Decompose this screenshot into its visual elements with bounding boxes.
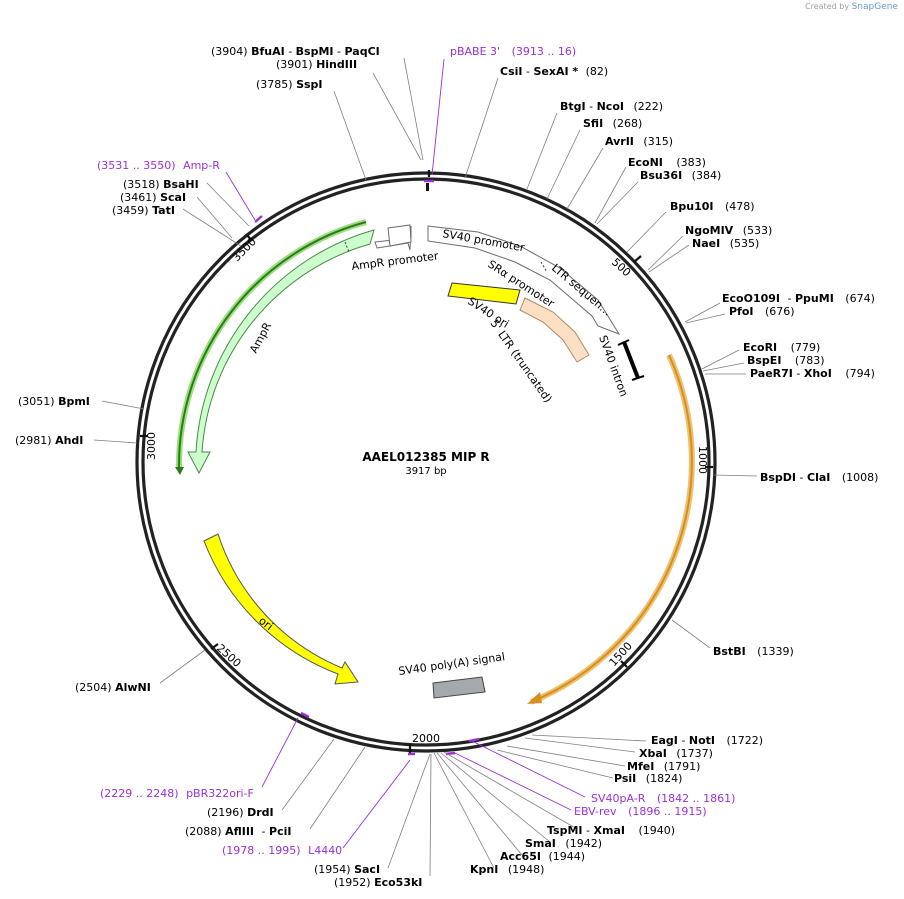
site-bspdi[interactable]: BspDI - ClaI (1008) [760,471,878,484]
tick-label-3500: 3500 [230,235,259,264]
primer-leader-lines [225,58,586,849]
site-bpu10i[interactable]: Bpu10I (478) [670,200,755,213]
feature-5ltr-truncated[interactable] [519,297,590,363]
plasmid-name: AAEL012385 MIP R [362,450,489,464]
label-5ltr-truncated: 5' LTR (truncated) [488,317,555,405]
feature-boundary-mark [540,261,548,273]
label-ampr-promoter: AmpR promoter [351,249,440,273]
site-alwni[interactable]: (2504) AlwNI [75,681,151,694]
ampr-selection-halo [175,219,367,469]
intron-cap-bottom [631,375,645,381]
label-ampr: AmpR [247,320,274,355]
site-bspei[interactable]: BspEI (783) [747,354,825,367]
site-ecori[interactable]: EcoRI (779) [743,341,820,354]
intron-cap-top [617,339,630,346]
site-csii[interactable]: CsiI - SexAI * (82) [500,65,608,78]
site-xbai[interactable]: XbaI (1737) [639,747,713,760]
site-labels: (3904) BfuAI - BspMI - PaqCI (3901) Hind… [15,45,878,889]
feature-sv40-polya[interactable] [432,676,486,699]
primer-pbabe[interactable]: pBABE 3' (3913 .. 16) [450,45,576,58]
site-ngomiv[interactable]: NgoMIV (533) [685,224,772,237]
feature-orange-arc[interactable] [530,354,693,703]
primer-amp-r[interactable]: (3531 .. 3550) Amp-R [97,159,220,172]
site-avrii[interactable]: AvrII (315) [605,135,673,148]
primer-sv40pa-r[interactable]: SV40pA-R (1842 .. 1861) [591,792,735,805]
site-bstbi[interactable]: BstBI (1339) [713,645,794,658]
site-econi[interactable]: EcoNI (383) [628,156,706,169]
plasmid-size: 3917 bp [405,466,446,477]
site-paer7i[interactable]: PaeR7I - XhoI (794) [750,367,875,380]
site-scai[interactable]: (3461) ScaI [120,191,186,204]
orange-arc-arrowhead [527,692,542,704]
site-hindiii[interactable]: (3901) HindIII [276,58,357,71]
backbone-outer-ring [135,171,717,753]
site-acc65i[interactable]: Acc65I (1944) [500,850,585,863]
primer-ebv-rev[interactable]: EBV-rev (1896 .. 1915) [574,805,707,818]
site-pfoi[interactable]: PfoI (676) [729,305,795,318]
site-tspmi[interactable]: TspMI - XmaI (1940) [547,824,675,837]
feature-ori[interactable] [203,533,359,685]
site-bfuai[interactable]: (3904) BfuAI - BspMI - PaqCI [211,45,380,58]
site-bsahi[interactable]: (3518) BsaHI [123,178,199,191]
site-saci[interactable]: (1954) SacI [314,863,380,876]
tick-marks [140,170,713,754]
backbone-inner-ring [141,177,711,747]
site-eco53ki[interactable]: (1952) Eco53kI [334,876,422,889]
site-btgi[interactable]: BtgI - NcoI (222) [560,100,663,113]
site-ecoo109i[interactable]: EcoO109I - PpuMI (674) [722,292,875,305]
tick-label-3000: 3000 [145,432,158,460]
site-naei[interactable]: NaeI (535) [692,237,759,250]
site-sfii[interactable]: SfiI (268) [583,117,642,130]
label-ltr-sequence: LTR sequen… [549,261,614,318]
site-sspi[interactable]: (3785) SspI [256,78,323,91]
site-kpni[interactable]: KpnI (1948) [470,863,544,876]
site-eagi[interactable]: EagI - NotI (1722) [651,734,763,747]
site-bsu36i[interactable]: Bsu36I (384) [640,169,721,182]
tick-label-2000: 2000 [412,732,440,745]
pbabe-site-mark [426,183,429,191]
primer-pbr322ori-f[interactable]: (2229 .. 2248) pBR322ori-F [100,787,254,800]
feature-ampr[interactable] [187,229,375,475]
ampr-selection-arrowhead [175,467,184,475]
site-smai[interactable]: SmaI (1942) [525,837,602,850]
ampr-selection-arc [177,221,367,469]
feature-sv40-ori[interactable] [447,282,521,305]
site-ahdi[interactable]: (2981) AhdI [15,434,83,447]
feature-ampr-promoter-body [387,224,412,247]
site-mfei[interactable]: MfeI (1791) [627,760,700,773]
site-afliii[interactable]: (2088) AflIII - PciI [185,825,291,838]
site-bpmi[interactable]: (3051) BpmI [18,395,90,408]
ampr-boundary-mark [344,241,350,253]
primer-marks [254,179,480,756]
site-leader-lines [93,57,758,877]
primer-l4440[interactable]: (1978 .. 1995) L4440 [222,844,342,857]
snapgene-logo: SnapGene [851,2,898,12]
site-drdi[interactable]: (2196) DrdI [207,806,274,819]
feature-sv40-intron[interactable] [622,341,640,379]
feature-sv40-promoter[interactable] [427,225,621,335]
snapgene-credit: Created by SnapGene [805,2,898,12]
site-psii[interactable]: PsiI (1824) [614,772,682,785]
label-sv40-polya: SV40 poly(A) signal [398,650,506,678]
tick-label-1000: 1000 [696,446,709,474]
site-tati[interactable]: (3459) TatI [112,204,175,217]
